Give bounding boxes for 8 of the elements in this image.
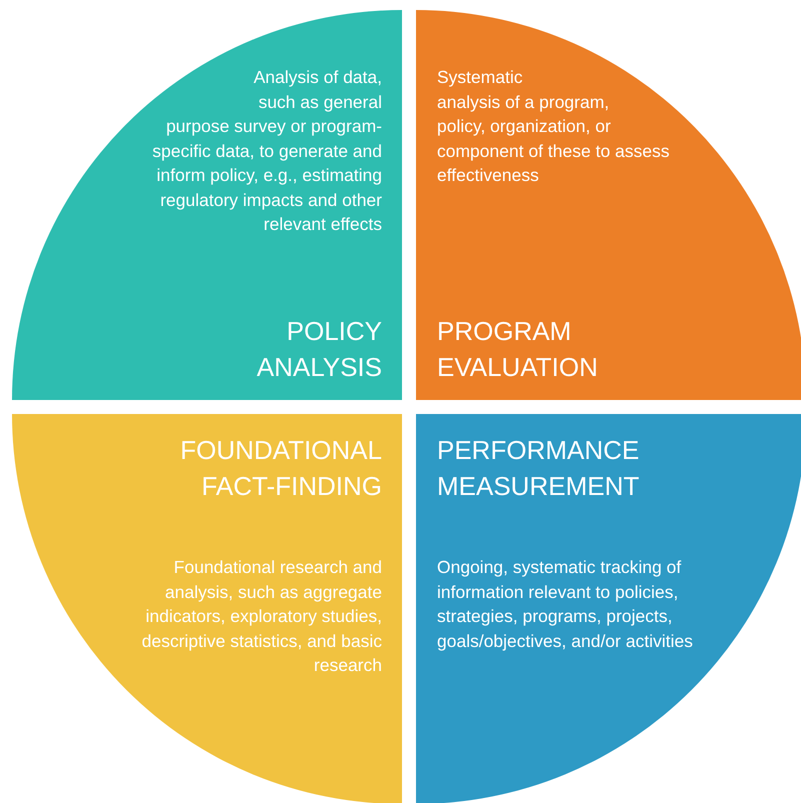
quadrant-heading: PERFORMANCE MEASUREMENT xyxy=(437,434,640,503)
quadrant-description: Foundational research and analysis, such as aggregate indicators, exploratory studies, descriptive statistics, and basic research xyxy=(140,556,382,677)
quadrant-description: Systematic analysis of a program, policy, organization, or component of these to assess effectiveness xyxy=(437,66,670,187)
quadrant-heading: FOUNDATIONAL FACT-FINDING xyxy=(179,434,382,503)
quadrant-heading: POLICY ANALYSIS xyxy=(256,315,382,384)
quadrant-heading: PROGRAM EVALUATION xyxy=(437,315,599,384)
quadrant-description: Ongoing, systematic tracking of information relevant to policies, strategies, programs, projects, goals/objectives, and/or activities xyxy=(437,556,694,653)
quadrant-description: Analysis of data, such as general purpose survey or program-specific data, to generate and inform policy, e.g., estimating regulatory impacts and other relevant effects xyxy=(151,66,382,236)
